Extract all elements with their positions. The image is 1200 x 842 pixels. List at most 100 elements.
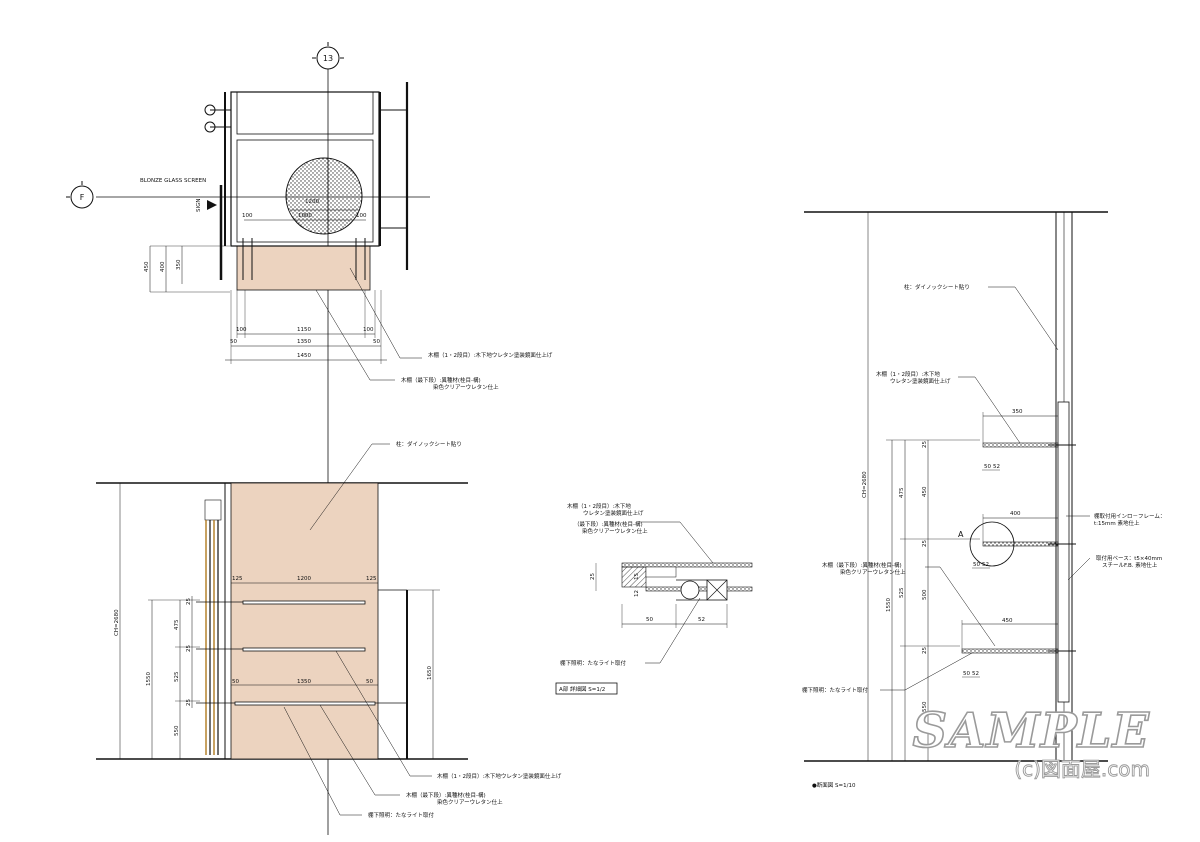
dim-1550-elevation: 1550 <box>146 672 152 686</box>
grid-bubble-13: 13 <box>312 42 344 70</box>
section-dim-ch: CH=2680 <box>862 471 868 498</box>
dim-100-plan-c: 100 <box>236 327 247 333</box>
dim-1200-plan: 1200 <box>305 199 319 205</box>
dim-525-elevation: 525 <box>174 671 180 682</box>
dim-1650-elevation: 1650 <box>427 666 433 680</box>
elevation-width-dims: 125 1200 125 50 1350 50 <box>231 576 378 686</box>
section-shelves <box>961 442 1076 654</box>
detail-dim-12: 12 <box>634 590 640 597</box>
detail-caption: A部 詳細図 S=1/2 <box>559 685 605 693</box>
dim-125-elevation-a: 125 <box>232 576 243 582</box>
section-width-dims: 350 400 450 50 52 50 52 50 52 <box>961 409 1058 678</box>
elevation-column-note: 柱：ダイノックシート貼り <box>396 440 462 448</box>
dim-1000-plan: 1000 <box>298 213 312 219</box>
detail-note-bot-1: （最下段）:異種材(桂目-構) <box>574 520 643 528</box>
elevation-bottom-note-1: 木棚（最下段）:異種材(桂目-構) <box>406 791 486 799</box>
section-dim-25-b: 25 <box>922 540 928 547</box>
section-base-note-1: 取付用ベース：t5×40mm <box>1096 554 1162 562</box>
elevation-wood-column <box>230 482 379 760</box>
grid-bubble-f: F <box>66 181 94 209</box>
section-dim-525: 525 <box>899 587 905 598</box>
section-dim-550: 550 <box>922 701 928 712</box>
detail-dim-50: 50 <box>646 617 653 623</box>
dim-50-elevation-b: 50 <box>366 679 373 685</box>
dim-475-elevation: 475 <box>174 619 180 630</box>
detail-note-top-2: ウレタン塗装鏡面仕上げ <box>583 509 644 517</box>
plan-leaders: 木棚（1・2段目）:木下地ウレタン塗装鏡面仕上げ 木棚（最下段）:異種材(桂目-… <box>315 267 553 391</box>
dim-ch-elevation: CH=2680 <box>114 609 120 636</box>
sample-watermark: SAMPLE (c)図面屋.com <box>912 702 1151 781</box>
section-dim-25-a: 25 <box>922 441 928 448</box>
sign-label: SIGN <box>196 199 202 213</box>
dim-50-plan-a: 50 <box>230 339 237 345</box>
dim-400-plan: 400 <box>160 261 166 272</box>
watermark-sub: (c)図面屋.com <box>1014 757 1150 781</box>
section-dim-450: 450 <box>922 486 928 497</box>
detail-light-note: 棚下照明：たなライト取付 <box>560 659 627 667</box>
dim-350-plan: 350 <box>176 259 182 270</box>
detail-dim-25: 25 <box>590 573 596 580</box>
detail-marker-circle <box>969 521 1015 567</box>
section-dim-50-a: 50 <box>984 464 991 470</box>
watermark-main: SAMPLE <box>913 703 1151 759</box>
section-dim-500: 500 <box>922 589 928 600</box>
section-shelf-note-1: 木棚（1・2段目）:木下地 <box>876 370 940 378</box>
dim-450-plan: 450 <box>144 261 150 272</box>
section-bottom-note-1: 木棚（最下段）:異種材(桂目-構) <box>822 561 902 569</box>
section-dim-450-w: 450 <box>1002 618 1013 624</box>
dim-1200-elevation: 1200 <box>297 576 311 582</box>
plan-bottom-note-1: 木棚（最下段）:異種材(桂目-構) <box>401 376 481 384</box>
detail-note-bot-2: 染色クリアーウレタン仕上 <box>582 527 648 535</box>
dim-25-elevation-c: 25 <box>186 699 192 706</box>
section-dim-52-c: 52 <box>972 671 979 677</box>
dim-25-elevation-b: 25 <box>186 645 192 652</box>
dim-100-plan-d: 100 <box>363 327 374 333</box>
dim-50-elevation-a: 50 <box>232 679 239 685</box>
section-dim-1550: 1550 <box>886 598 892 612</box>
section-column-note: 柱：ダイノックシート貼り <box>904 283 970 291</box>
plan-bottom-note-2: 染色クリアーウレタン仕上 <box>433 383 499 391</box>
section-view: A CH=2680 1550 475 525 450 500 550 25 25… <box>802 211 1165 789</box>
plan-wood-column <box>236 245 371 291</box>
detail-dim-15: 15 <box>634 573 640 580</box>
section-frame-note-2: t:15mm 素地仕上 <box>1094 519 1140 527</box>
plan-width-dims: 100 1150 100 50 1350 50 1450 <box>225 290 387 364</box>
dim-1350-plan: 1350 <box>297 339 311 345</box>
elevation-light-note: 棚下照明：たなライト取付 <box>368 811 435 819</box>
elevation-bottom-note-2: 染色クリアーウレタン仕上 <box>437 798 503 806</box>
elevation-leaders: 柱：ダイノックシート貼り 木棚（1・2段目）:木下地ウレタン塗装鏡面仕上げ 木棚… <box>283 440 562 819</box>
glass-screen-label: BLONZE GLASS SCREEN <box>140 178 206 184</box>
plan-depth-dims: 450 400 350 <box>144 245 230 293</box>
dim-1350-elevation: 1350 <box>297 679 311 685</box>
elevation-height-dims: CH=2680 1550 475 525 550 25 25 25 1650 <box>114 483 440 759</box>
dim-25-elevation-a: 25 <box>186 598 192 605</box>
dim-550-elevation: 550 <box>174 725 180 736</box>
dim-50-plan-b: 50 <box>373 339 380 345</box>
detail-marker-label: A <box>958 530 964 539</box>
section-dim-400: 400 <box>1010 511 1021 517</box>
sign-arrow-icon <box>207 200 217 210</box>
section-dim-52-a: 52 <box>993 464 1000 470</box>
section-base-note-2: スチールF.B. 素地仕上 <box>1102 561 1158 569</box>
section-caption: ●断面図 S=1/10 <box>812 781 856 789</box>
dim-100-plan-b: 100 <box>356 213 367 219</box>
elevation-shelf-note: 木棚（1・2段目）:木下地ウレタン塗装鏡面仕上げ <box>437 772 562 780</box>
section-shelf-note-2: ウレタン塗装鏡面仕上げ <box>890 377 951 385</box>
section-frame-note-1: 棚取付用インロ－フレーム： <box>1094 512 1165 520</box>
detail-note-top-1: 木棚（1・2段目）:木下地 <box>567 502 631 510</box>
section-dim-475: 475 <box>899 487 905 498</box>
detail-a: 木棚（1・2段目）:木下地 ウレタン塗装鏡面仕上げ （最下段）:異種材(桂目-構… <box>555 502 753 695</box>
section-dim-350: 350 <box>1012 409 1023 415</box>
dim-1450-plan: 1450 <box>297 353 311 359</box>
plan-shelf-note: 木棚（1・2段目）:木下地ウレタン塗装鏡面仕上げ <box>428 351 553 359</box>
section-dim-50-b: 50 <box>973 562 980 568</box>
detail-dim-52: 52 <box>698 617 705 623</box>
elevation-view: CH=2680 1550 475 525 550 25 25 25 1650 1… <box>96 440 562 819</box>
grid-label-col: 13 <box>323 54 333 63</box>
dim-100-plan-a: 100 <box>242 213 253 219</box>
section-dim-52-b: 52 <box>982 562 989 568</box>
section-leaders: 柱：ダイノックシート貼り 木棚（1・2段目）:木下地 ウレタン塗装鏡面仕上げ 棚… <box>802 283 1165 694</box>
elevation-sign-rods <box>205 520 219 755</box>
dim-125-elevation-b: 125 <box>366 576 377 582</box>
